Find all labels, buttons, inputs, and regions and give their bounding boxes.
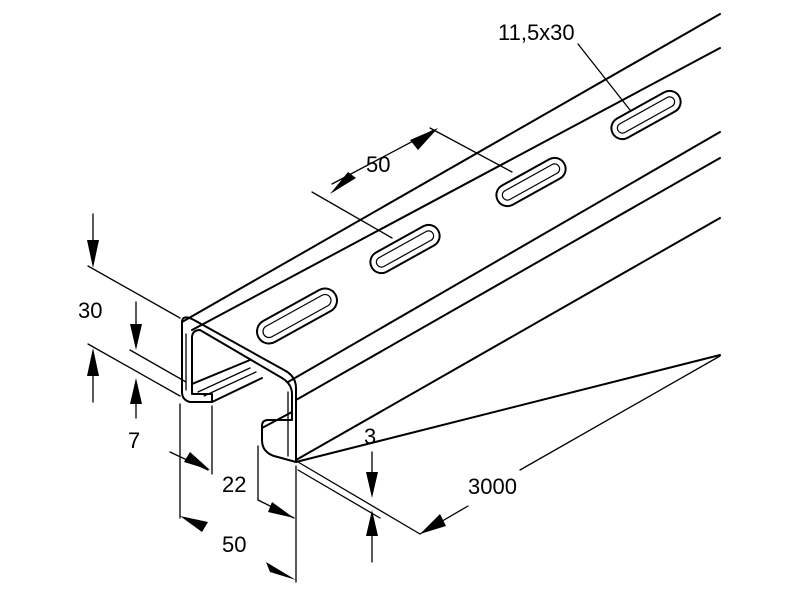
dim-length: 3000 [419, 355, 721, 535]
right-side-lower-edge [295, 217, 721, 461]
dim-hole-pitch-label: 50 [366, 152, 390, 177]
left-lip-bottom [211, 377, 263, 403]
channel-body [181, 13, 721, 463]
dim-lip-height: 7 [128, 301, 187, 453]
pitch-arrow-left [330, 172, 356, 194]
height-arrow-top [87, 240, 99, 268]
left-lip-top [191, 359, 251, 385]
right-side-upper-edge [295, 157, 721, 401]
dim-slot-opening: 22 [169, 405, 246, 497]
dim-height-label: 30 [78, 298, 102, 323]
dim-lip-height-label: 7 [128, 428, 140, 453]
dim-width: 50 [179, 403, 297, 583]
thickness-arrow-bottom [366, 510, 378, 536]
lip-arrow-bottom [130, 378, 142, 404]
top-face-front-edge [191, 47, 721, 331]
right-lip-edge [261, 411, 293, 429]
front-profile-outer [181, 316, 297, 463]
length-arrow [420, 514, 446, 534]
dim-hole-pitch: 50 [311, 127, 513, 239]
pitch-arrow-right [410, 128, 438, 150]
left-lip-ribs [197, 367, 257, 397]
width-arrow-right [266, 562, 296, 580]
slot-2 [369, 223, 441, 275]
slot-4 [610, 89, 682, 141]
top-right-corner-edge [287, 131, 721, 383]
bottom-back-edge [295, 354, 721, 463]
slot-1 [256, 287, 338, 345]
dim-thickness: 3 [297, 424, 421, 563]
dim-length-label: 3000 [468, 474, 517, 499]
lip-arrow-top [130, 324, 142, 350]
opening-right-arrow [268, 502, 294, 518]
dim-slot-opening-label: 22 [222, 472, 246, 497]
dim-slot-size: 11,5x30 [498, 20, 631, 111]
opening-arrow [184, 452, 210, 470]
dim-width-label: 50 [222, 532, 246, 557]
dim-height: 30 [78, 213, 181, 403]
height-arrow-bottom [87, 348, 99, 376]
slot-holes [256, 89, 682, 345]
thickness-arrow-top [366, 472, 378, 498]
top-face-back-edge [181, 13, 721, 323]
slot-3 [495, 156, 567, 208]
dim-slot-size-label: 11,5x30 [498, 20, 575, 45]
dim-thickness-label: 3 [364, 424, 376, 449]
width-arrow-left [180, 516, 208, 532]
